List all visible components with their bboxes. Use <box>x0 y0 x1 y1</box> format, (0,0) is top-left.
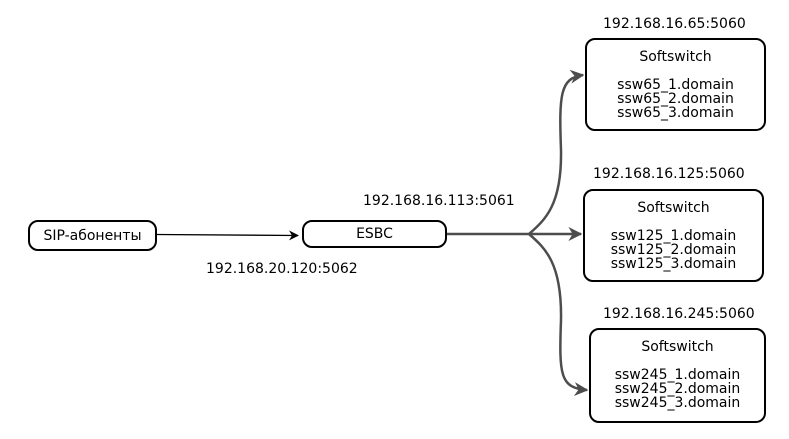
esbc-node: ESBC <box>302 220 447 248</box>
sip-subscribers-node: SIP-абоненты <box>28 220 157 251</box>
esbc-address: 192.168.16.113:5061 <box>363 193 515 209</box>
softswitch-node: Softswitch ssw125_1.domain ssw125_2.doma… <box>583 189 764 282</box>
softswitch-node: Softswitch ssw245_1.domain ssw245_2.doma… <box>589 328 766 423</box>
softswitch-domain: ssw245_2.domain <box>614 381 741 397</box>
arrow-esbc-to-ssw65 <box>447 69 585 236</box>
softswitch-address: 192.168.16.245:5060 <box>603 306 755 322</box>
softswitch-node: Softswitch ssw65_1.domain ssw65_2.domain… <box>585 38 766 131</box>
esbc-label: ESBC <box>356 226 393 242</box>
softswitch-domain: ssw245_3.domain <box>614 395 741 411</box>
softswitch-domain: ssw125_1.domain <box>610 228 737 244</box>
softswitch-domain: ssw65_2.domain <box>617 91 734 107</box>
softswitch-title: Softswitch <box>639 49 712 65</box>
softswitch-title: Softswitch <box>641 339 714 355</box>
softswitch-address: 192.168.16.125:5060 <box>593 166 745 182</box>
sip-subscribers-address: 192.168.20.120:5062 <box>206 261 358 277</box>
softswitch-address: 192.168.16.65:5060 <box>603 16 746 32</box>
softswitch-domain: ssw125_2.domain <box>610 242 737 258</box>
softswitch-domain: ssw245_1.domain <box>614 367 741 383</box>
sip-subscribers-label: SIP-абоненты <box>43 227 142 244</box>
arrow-esbc-to-ssw245 <box>528 233 589 397</box>
softswitch-domain: ssw125_3.domain <box>610 256 737 272</box>
arrow-sip-to-esbc <box>156 230 299 241</box>
softswitch-domain: ssw65_1.domain <box>617 77 734 93</box>
softswitch-title: Softswitch <box>637 200 710 216</box>
softswitch-domain: ssw65_3.domain <box>617 105 734 121</box>
